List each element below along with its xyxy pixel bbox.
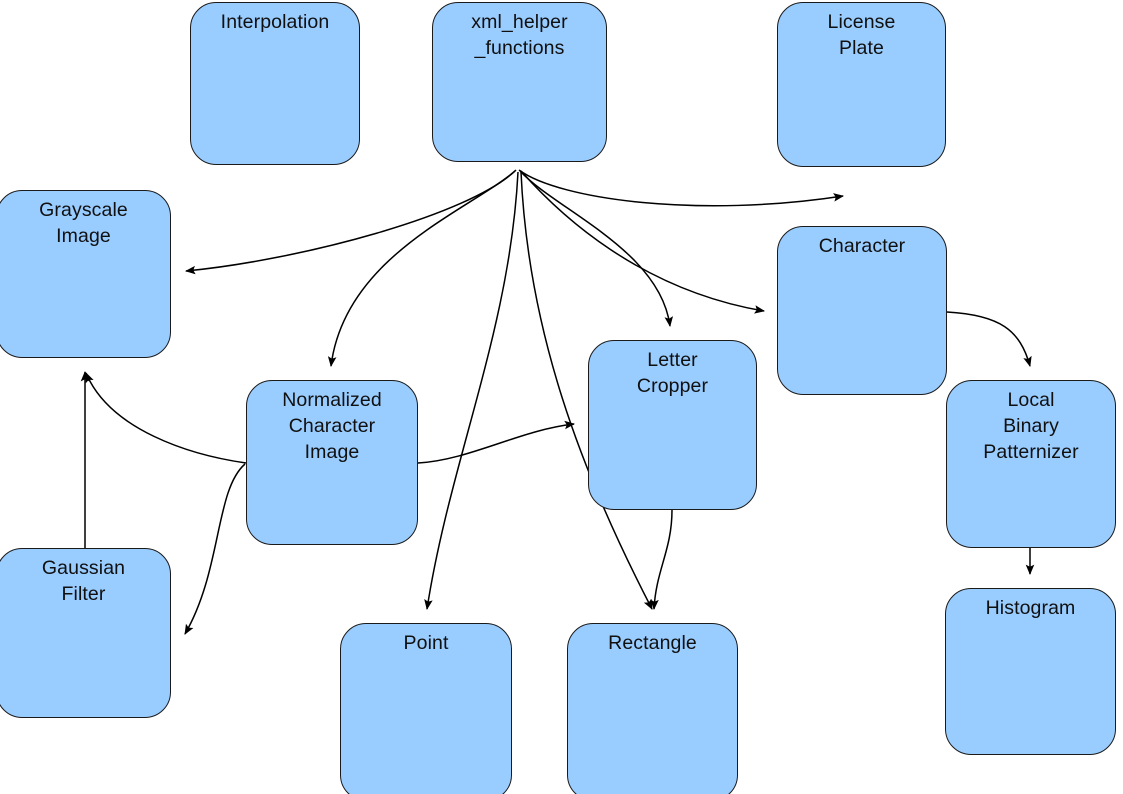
- node-label-gaussian-filter: Gaussian Filter: [41, 557, 126, 605]
- node-local-binary-patternizer[interactable]: Local Binary Patternizer: [946, 380, 1116, 548]
- node-character[interactable]: Character: [777, 226, 947, 395]
- node-label-local-binary-patternizer: Local Binary Patternizer: [983, 389, 1079, 463]
- node-letter-cropper[interactable]: Letter Cropper: [588, 340, 757, 510]
- node-grayscale-image[interactable]: Grayscale Image: [0, 190, 171, 358]
- node-label-histogram: Histogram: [985, 597, 1076, 619]
- node-label-license-plate: License Plate: [827, 11, 896, 59]
- node-gaussian-filter[interactable]: Gaussian Filter: [0, 548, 171, 718]
- node-label-normalized-character-image: Normalized Character Image: [282, 389, 382, 463]
- node-point[interactable]: Point: [340, 623, 512, 794]
- node-label-xml-helper-functions: xml_helper _functions: [471, 11, 568, 59]
- node-label-rectangle: Rectangle: [608, 632, 697, 654]
- node-label-grayscale-image: Grayscale Image: [39, 199, 128, 247]
- node-label-character: Character: [818, 235, 906, 257]
- node-label-interpolation: Interpolation: [220, 11, 330, 33]
- node-license-plate[interactable]: License Plate: [777, 2, 946, 167]
- node-normalized-character-image[interactable]: Normalized Character Image: [246, 380, 418, 545]
- node-label-point: Point: [403, 632, 449, 654]
- node-interpolation[interactable]: Interpolation: [190, 2, 360, 165]
- node-label-letter-cropper: Letter Cropper: [636, 349, 709, 397]
- node-xml-helper-functions[interactable]: xml_helper _functions: [432, 2, 607, 162]
- node-histogram[interactable]: Histogram: [945, 588, 1116, 755]
- node-rectangle[interactable]: Rectangle: [567, 623, 738, 794]
